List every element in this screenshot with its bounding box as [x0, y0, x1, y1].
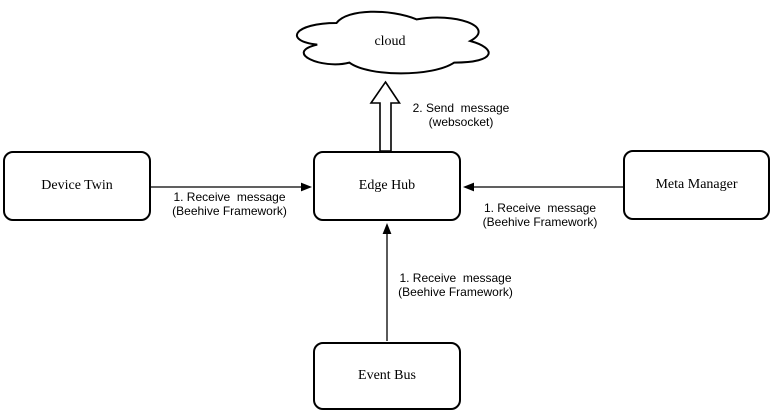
node-device-twin-label: Device Twin	[41, 178, 113, 193]
node-meta-manager-label: Meta Manager	[655, 177, 738, 192]
edge-label-receive-from-device-twin: 1. Receive message (Beehive Framework)	[172, 190, 287, 218]
node-event-bus-label: Event Bus	[358, 368, 416, 383]
edge-label-receive-from-event-bus: 1. Receive message (Beehive Framework)	[398, 271, 513, 299]
cloud-shape	[295, 10, 490, 75]
edge-event-bus-to-edge-hub	[382, 223, 392, 341]
node-event-bus: Event Bus	[313, 342, 461, 410]
arrowhead-up-icon	[382, 223, 392, 234]
node-meta-manager: Meta Manager	[623, 150, 770, 220]
node-device-twin: Device Twin	[3, 151, 151, 221]
arrowhead-right-icon	[301, 182, 312, 192]
edge-meta-manager-to-edge-hub	[463, 182, 623, 192]
node-edge-hub-label: Edge Hub	[358, 178, 416, 193]
arrowhead-left-icon	[463, 182, 474, 192]
node-edge-hub: Edge Hub	[313, 151, 461, 221]
edge-device-twin-to-edge-hub	[151, 182, 312, 192]
edge-label-receive-from-meta-manager: 1. Receive message (Beehive Framework)	[482, 201, 598, 229]
edge-label-send-to-cloud: 2. Send message (websocket)	[412, 101, 510, 129]
node-cloud-label: cloud	[374, 34, 406, 49]
